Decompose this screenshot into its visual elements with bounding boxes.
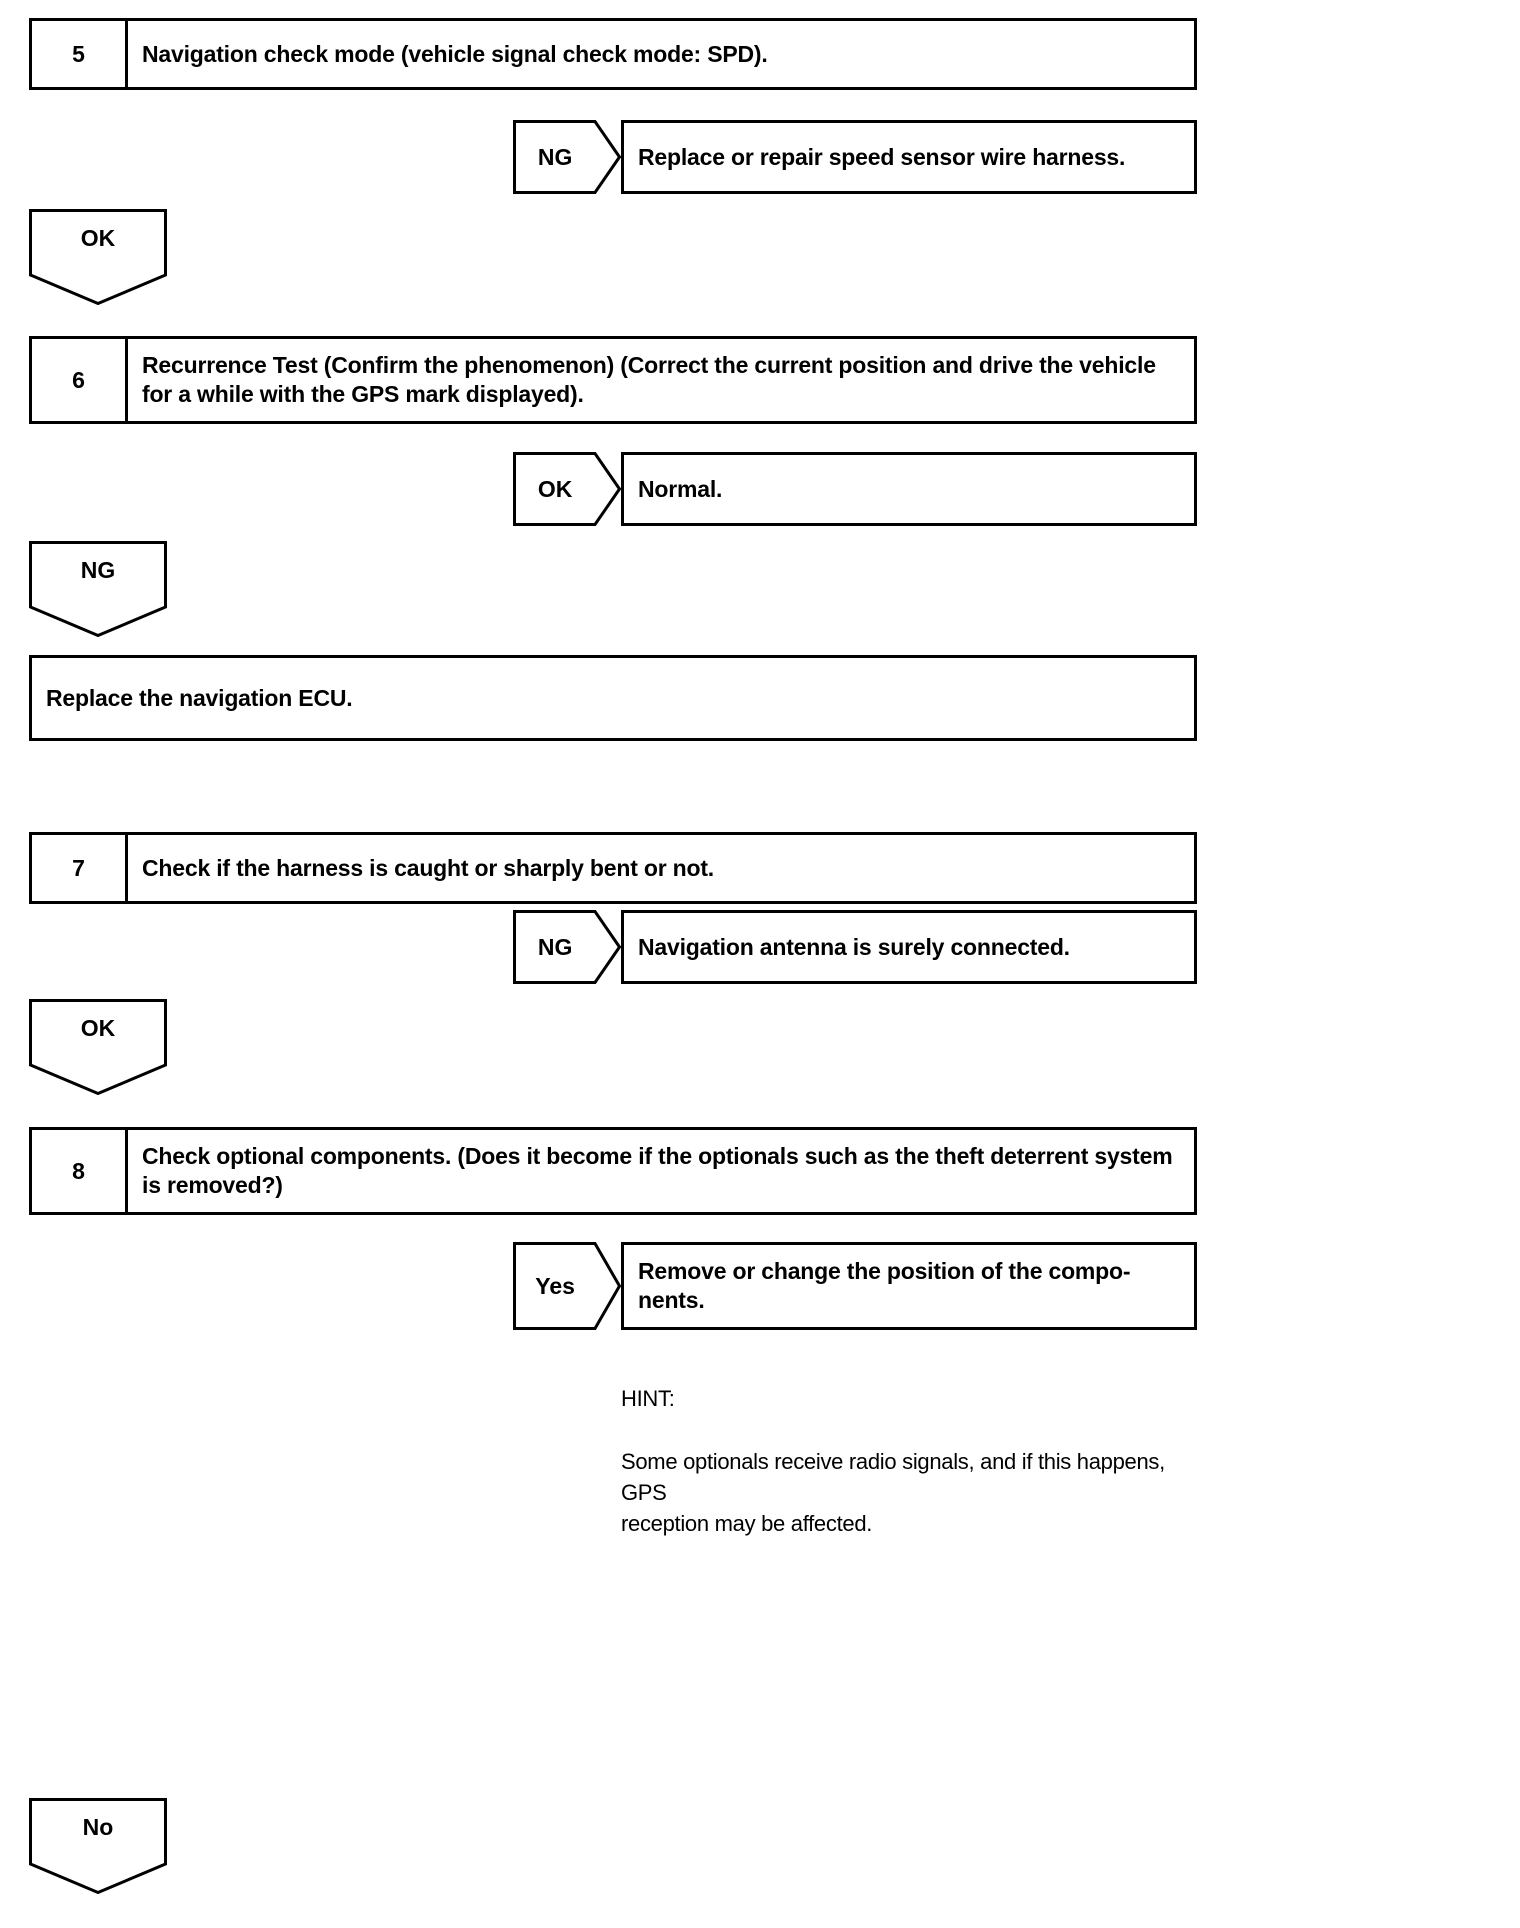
- judgement-label: NG: [537, 933, 573, 960]
- step-number: 7: [32, 835, 128, 901]
- step-number: 8: [32, 1130, 128, 1212]
- chevron-right-icon: [513, 452, 621, 526]
- judgement-chevron-ng-1: NG: [513, 120, 621, 194]
- step-text: Recurrence Test (Confirm the phenomenon)…: [142, 352, 1156, 407]
- branch-result-box-3: Navigation antenna is surely connected.: [621, 910, 1197, 984]
- branch-result-box-4: Remove or change the position of the com…: [621, 1242, 1197, 1330]
- judgement-label: NG: [537, 143, 573, 170]
- judgement-label: Yes: [535, 1272, 575, 1299]
- step-row-5: 5 Navigation check mode (vehicle signal …: [29, 18, 1197, 90]
- flow-arrow-label: OK: [80, 225, 116, 252]
- hint-body: Some optionals receive radio signals, an…: [621, 1448, 1165, 1537]
- chevron-right-icon: [513, 910, 621, 984]
- step-row-8: 8 Check optional components. (Does it be…: [29, 1127, 1197, 1215]
- hint-title: HINT:: [621, 1386, 675, 1412]
- branch-result-box-2: Normal.: [621, 452, 1197, 526]
- step-text: Check optional components. (Does it beco…: [142, 1143, 1173, 1198]
- flow-arrow-no-1: No: [29, 1798, 167, 1894]
- step-number: 5: [32, 21, 128, 87]
- flow-arrow-label: OK: [80, 1015, 116, 1042]
- flow-arrow-label: No: [82, 1814, 114, 1841]
- arrow-down-icon: [29, 209, 167, 305]
- flow-arrow-ng-1: NG: [29, 541, 167, 637]
- judgement-chevron-ok-1: OK: [513, 452, 621, 526]
- step-row-7: 7 Check if the harness is caught or shar…: [29, 832, 1197, 904]
- arrow-down-icon: [29, 541, 167, 637]
- step-text: Navigation check mode (vehicle signal ch…: [142, 40, 768, 67]
- arrow-down-icon: [29, 999, 167, 1095]
- judgement-chevron-yes-1: Yes: [513, 1242, 621, 1330]
- step-row-6: 6 Recurrence Test (Confirm the phenomeno…: [29, 336, 1197, 424]
- step-text: Check if the harness is caught or sharpl…: [142, 854, 714, 881]
- judgement-label: OK: [537, 475, 573, 502]
- hint-block: HINT: Some optionals receive radio signa…: [621, 1352, 1197, 1571]
- flow-arrow-ok-1: OK: [29, 209, 167, 305]
- flow-arrow-ok-2: OK: [29, 999, 167, 1095]
- flow-arrow-label: NG: [80, 557, 116, 584]
- chevron-right-icon: [513, 120, 621, 194]
- step-number: 6: [32, 339, 128, 421]
- terminal-result-box: Replace the navigation ECU.: [29, 655, 1197, 741]
- chevron-right-icon: [513, 1242, 621, 1330]
- judgement-chevron-ng-2: NG: [513, 910, 621, 984]
- arrow-down-icon: [29, 1798, 167, 1894]
- branch-result-box-1: Replace or repair speed sensor wire harn…: [621, 120, 1197, 194]
